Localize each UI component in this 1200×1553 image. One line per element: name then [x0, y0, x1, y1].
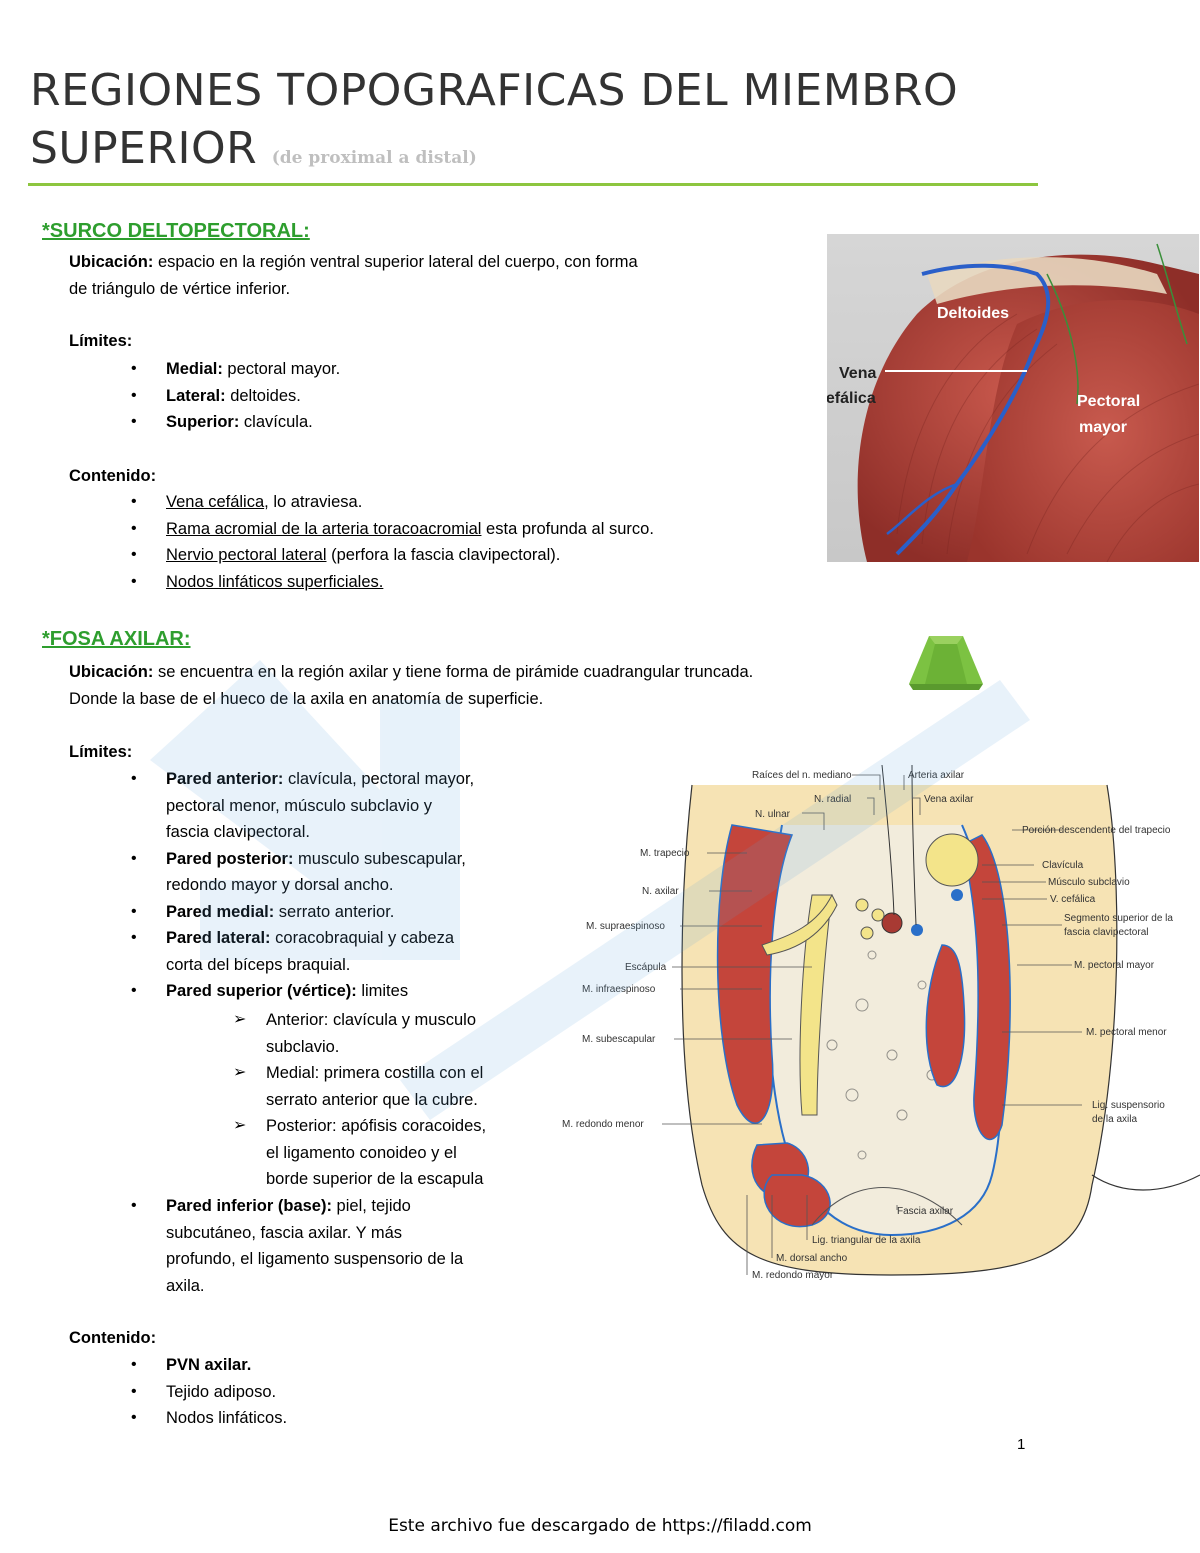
label-lig-triangular: Lig. triangular de la axila: [812, 1235, 921, 1246]
label-escapula: Escápula: [625, 962, 667, 973]
fosa-contenido-label: Contenido:: [69, 1329, 157, 1347]
shoulder-muscle-illustration: Deltoides Vena cefálica Pectoral mayor: [827, 234, 1199, 562]
list-item: Rama acromial de la arteria toracoacromi…: [69, 516, 829, 543]
label-pectoral: Pectoral: [1077, 393, 1140, 410]
surco-ubicacion-label: Ubicación:: [69, 253, 154, 271]
list-item: Pared posterior: musculo subescapular,re…: [69, 846, 539, 899]
footer-download-note: Este archivo fue descargado de https://f…: [388, 1516, 812, 1536]
fosa-vertice-list: Anterior: clavícula y musculosubclavio. …: [169, 1007, 549, 1193]
label-vena-axilar: Vena axilar: [924, 794, 974, 805]
fosa-ubicacion-label: Ubicación:: [69, 663, 154, 681]
page-title: REGIONES TOPOGRAFICAS DEL MIEMBRO SUPERI…: [30, 62, 1030, 187]
label-n-radial: N. radial: [814, 794, 851, 805]
list-item: Nervio pectoral lateral (perfora la fasc…: [69, 542, 829, 569]
label-m-redondo-menor: M. redondo menor: [562, 1119, 644, 1130]
label-m-infraespinoso: M. infraespinoso: [582, 984, 656, 995]
list-item: Lateral: deltoides.: [69, 383, 769, 410]
label-musculo-subclavio: Músculo subclavio: [1048, 877, 1130, 888]
surco-contenido-label: Contenido:: [69, 467, 157, 485]
label-segmento-1: Segmento superior de la: [1064, 913, 1173, 924]
surco-limites-label: Límites:: [69, 332, 133, 350]
label-clavicula: Clavícula: [1042, 860, 1084, 871]
title-subtitle: (de proximal a distal): [271, 148, 477, 168]
title-divider: [28, 183, 1038, 186]
fosa-limites-label: Límites:: [69, 743, 133, 761]
list-item: Tejido adiposo.: [69, 1379, 539, 1406]
label-m-pectoral-mayor: M. pectoral mayor: [1074, 960, 1155, 971]
label-m-redondo-mayor: M. redondo mayor: [752, 1270, 834, 1281]
fosa-ubicacion-text: se encuentra en la región axilar y tiene…: [153, 663, 754, 681]
label-lig-suspensorio-1: Lig. suspensorio: [1092, 1100, 1165, 1111]
axilla-cross-section-diagram: Raíces del n. mediano Arteria axilar N. …: [562, 764, 1200, 1281]
title-line-1: REGIONES TOPOGRAFICAS DEL MIEMBRO: [30, 65, 959, 116]
list-item: PVN axilar.: [69, 1352, 539, 1379]
label-mayor: mayor: [1079, 419, 1127, 436]
label-arteria-axilar: Arteria axilar: [908, 770, 965, 781]
page-number: 1: [1017, 1436, 1026, 1453]
label-n-axilar: N. axilar: [642, 886, 679, 897]
fosa-ubicacion-text-2: Donde la base de el hueco de la axila en…: [69, 689, 544, 708]
label-raices: Raíces del n. mediano: [752, 770, 852, 781]
label-fascia-axilar: Fascia axilar: [897, 1206, 954, 1217]
label-m-dorsal-ancho: M. dorsal ancho: [776, 1253, 848, 1264]
surco-ubicacion-text: espacio en la región ventral superior la…: [153, 253, 638, 271]
label-lig-suspensorio-2: de la axila: [1092, 1114, 1137, 1125]
list-item: Pared medial: serrato anterior.: [69, 899, 539, 926]
section-heading-surco: *SURCO DELTOPECTORAL:: [42, 220, 310, 242]
surco-body: Ubicación: espacio en la región ventral …: [69, 249, 809, 355]
label-cefalica: cefálica: [827, 390, 876, 407]
fosa-base-list: Pared inferior (base): piel, tejidosubcu…: [69, 1193, 539, 1299]
list-item: Nodos linfáticos superficiales.: [69, 569, 829, 596]
surco-contenido-list: Vena cefálica, lo atraviesa. Rama acromi…: [69, 489, 829, 595]
label-deltoides: Deltoides: [937, 305, 1009, 322]
fosa-paredes-list: Pared anterior: clavícula, pectoral mayo…: [69, 766, 539, 1005]
label-m-supraespinoso: M. supraespinoso: [586, 921, 665, 932]
title-line-2: SUPERIOR: [30, 123, 258, 174]
list-item: Medial: pectoral mayor.: [69, 356, 769, 383]
list-item: Superior: clavícula.: [69, 409, 769, 436]
fosa-ubicacion: Ubicación: se encuentra en la región axi…: [69, 659, 909, 712]
list-item: Posterior: apófisis coracoides,el ligame…: [169, 1113, 549, 1193]
label-segmento-2: fascia clavipectoral: [1064, 927, 1148, 938]
label-m-pectoral-menor: M. pectoral menor: [1086, 1027, 1167, 1038]
label-n-ulnar: N. ulnar: [755, 809, 791, 820]
label-m-trapecio: M. trapecio: [640, 848, 690, 859]
truncated-pyramid-icon: [909, 636, 983, 690]
list-item: Pared lateral: coracobraquial y cabezaco…: [69, 925, 539, 978]
surco-ubicacion-text-2: de triángulo de vértice inferior.: [69, 279, 291, 298]
section-heading-fosa: *FOSA AXILAR:: [42, 628, 191, 650]
list-item: Pared superior (vértice): limites: [69, 978, 539, 1005]
surco-limites-list: Medial: pectoral mayor. Lateral: deltoid…: [69, 356, 769, 436]
label-vena: Vena: [839, 365, 876, 382]
label-m-subescapular: M. subescapular: [582, 1034, 656, 1045]
label-v-cefalica: V. cefálica: [1050, 894, 1096, 905]
list-item: Pared inferior (base): piel, tejidosubcu…: [69, 1193, 539, 1299]
list-item: Pared anterior: clavícula, pectoral mayo…: [69, 766, 539, 846]
list-item: Nodos linfáticos.: [69, 1405, 539, 1432]
label-porcion-trapecio: Porción descendente del trapecio: [1022, 825, 1171, 836]
list-item: Vena cefálica, lo atraviesa.: [69, 489, 829, 516]
fosa-contenido-list: PVN axilar. Tejido adiposo. Nodos linfát…: [69, 1352, 539, 1432]
